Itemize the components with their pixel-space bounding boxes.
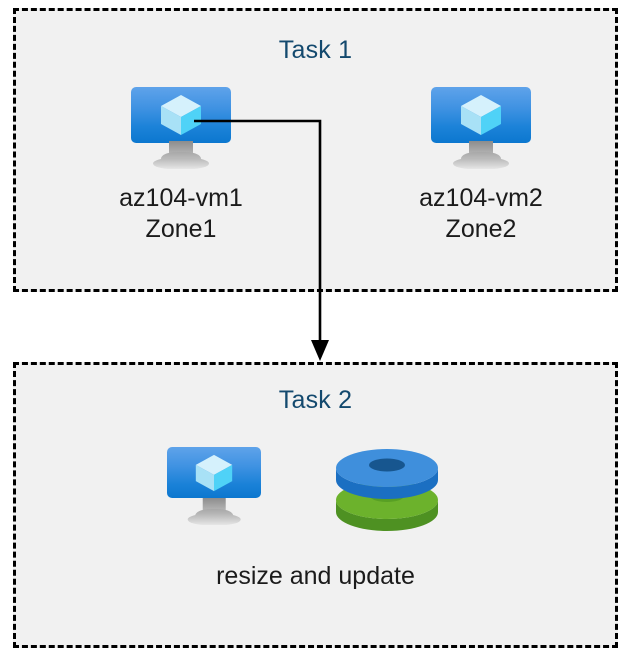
- node-az104-vm2[interactable]: az104-vm2 Zone2: [356, 87, 606, 245]
- task-2-vm-node[interactable]: [159, 447, 269, 527]
- vm-stand-base: [187, 514, 241, 526]
- disks-icon: [336, 449, 438, 531]
- vm1-zone-label: Zone1: [145, 215, 217, 243]
- task-2-container: Task 2 resize and update: [13, 362, 618, 648]
- node-label-group: az104-vm1 Zone1: [56, 183, 306, 245]
- blue-disk: [336, 449, 438, 499]
- task-2-caption: resize and update: [216, 562, 415, 590]
- task-1-container: Task 1 az104-vm1 Zone1: [13, 8, 618, 292]
- virtual-machine-icon: [167, 447, 261, 527]
- vm-stand-base: [453, 157, 509, 170]
- node-az104-vm1[interactable]: az104-vm1 Zone1: [56, 87, 306, 245]
- down-arrow-icon: [311, 340, 329, 361]
- node-label-group: az104-vm2 Zone2: [356, 183, 606, 245]
- virtual-machine-icon: [431, 87, 531, 171]
- vm-screen: [167, 447, 261, 499]
- vm-stand-base: [153, 157, 209, 170]
- vm1-name-label: az104-vm1: [119, 184, 243, 212]
- vm2-name-label: az104-vm2: [419, 184, 543, 212]
- vm2-zone-label: Zone2: [445, 215, 517, 243]
- cube-glyph: [161, 94, 201, 135]
- cube-glyph: [461, 94, 501, 135]
- cube-glyph: [195, 454, 233, 491]
- virtual-machine-icon: [131, 87, 231, 171]
- vm-screen: [131, 87, 231, 143]
- vm-screen: [431, 87, 531, 143]
- task-1-title: Task 1: [278, 36, 353, 64]
- task-2-title: Task 2: [278, 386, 353, 414]
